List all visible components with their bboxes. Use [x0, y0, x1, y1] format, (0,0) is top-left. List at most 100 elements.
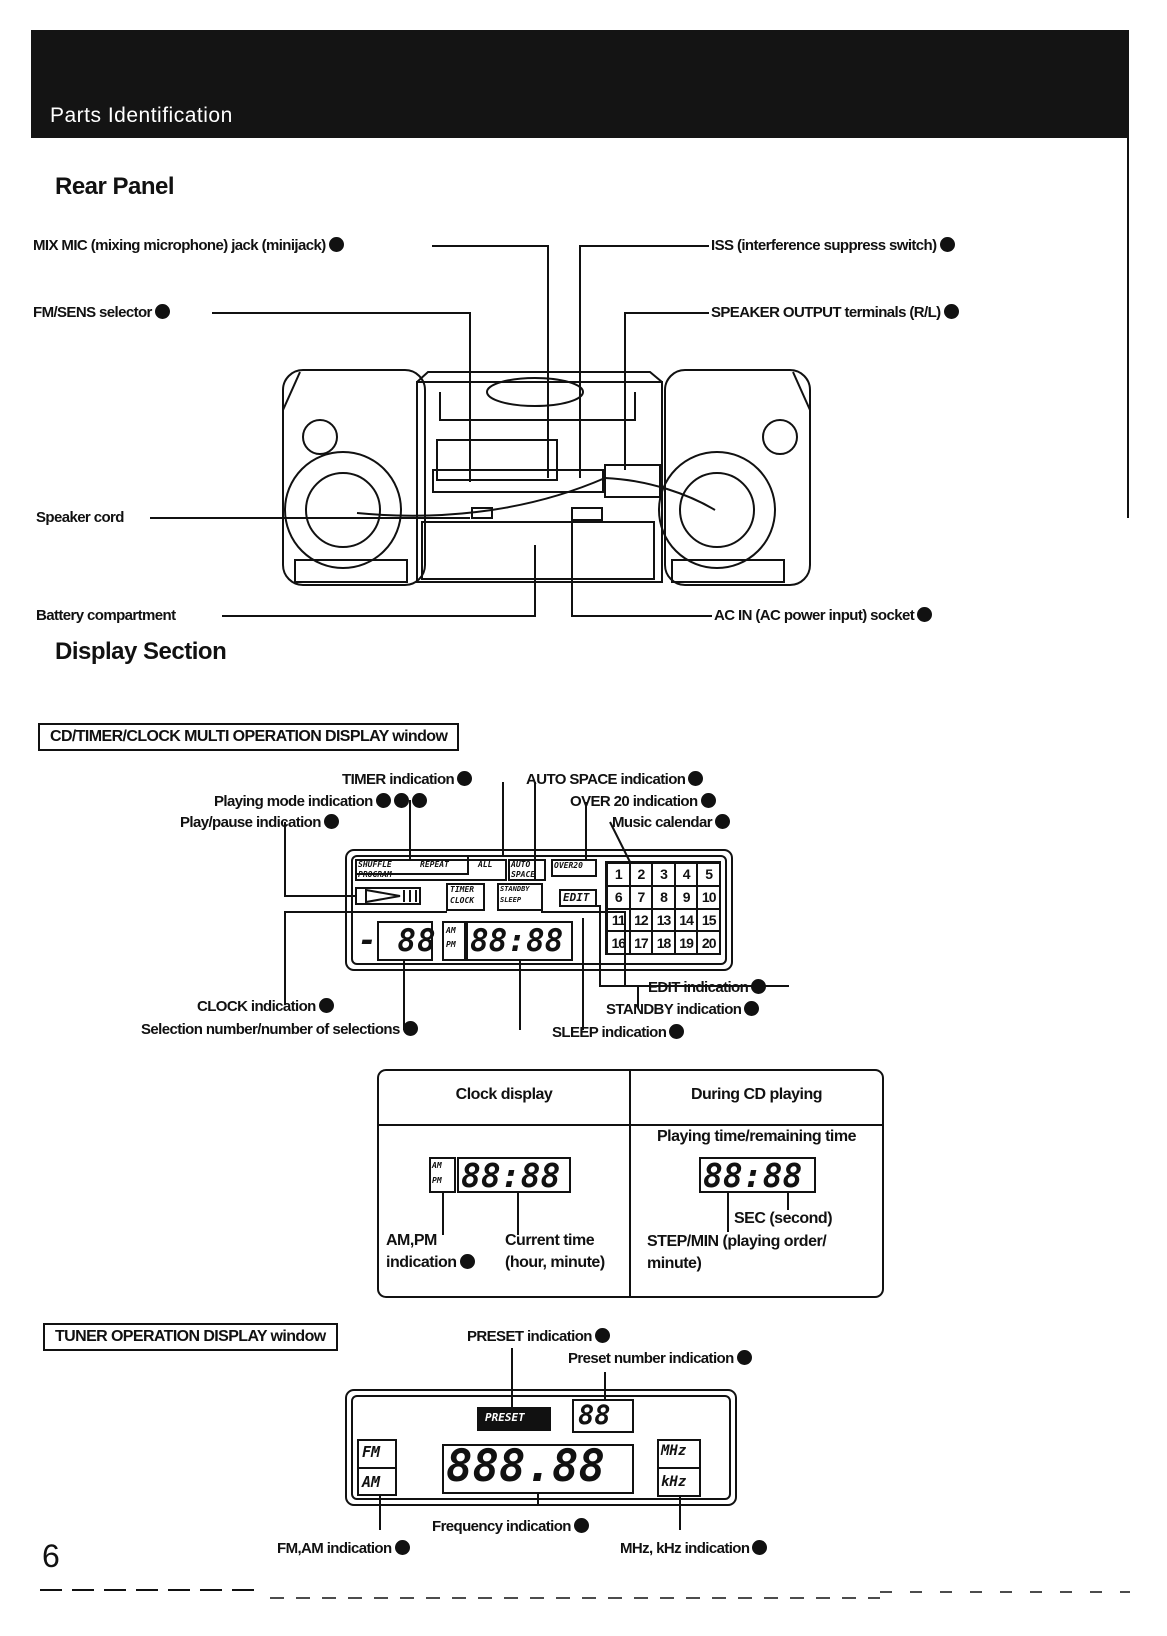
fm-sens-label: FM/SENS selector [33, 304, 170, 321]
step-min-line2: minute) [647, 1255, 702, 1272]
speaker-output-label: SPEAKER OUTPUT terminals (R/L) [711, 304, 959, 321]
bullet-icon [328, 237, 344, 252]
bullet-icon [323, 814, 339, 829]
am-pm-label-line2: indication [386, 1254, 475, 1272]
lcd-shuffle: SHUFFLE [358, 860, 392, 869]
bullet-icon [669, 1024, 685, 1039]
calendar-cell: 6 [607, 885, 630, 909]
bullet-icon [457, 771, 473, 786]
bullet-icon [154, 304, 170, 319]
bullet-icon [744, 1001, 760, 1016]
sleep-indication-label: SLEEP indication [552, 1024, 685, 1041]
calendar-cell: 7 [629, 885, 653, 909]
battery-label: Battery compartment [36, 607, 176, 624]
bullet-icon [714, 814, 730, 829]
lcd-time-digits: 88:88 [470, 923, 564, 959]
bullet-icon [700, 793, 716, 808]
calendar-cell: 2 [629, 863, 653, 886]
calendar-cell: 18 [652, 931, 675, 954]
lcd-space: SPACE [511, 870, 536, 879]
lcd-program: PROGRAM [358, 870, 392, 879]
bullet-icon [375, 793, 391, 808]
lcd-all: ALL [478, 860, 493, 869]
lcd-pm: PM [446, 940, 456, 949]
bullet-icon [594, 1328, 610, 1343]
lcd-am: AM [446, 926, 456, 935]
lcd-preset: PRESET [485, 1411, 525, 1424]
edit-indication-label: EDIT indication [648, 979, 767, 996]
calendar-cell: 14 [674, 908, 698, 932]
lcd-timer: TIMER [450, 885, 475, 894]
boombox-drawing [282, 369, 811, 586]
calendar-cell: 3 [652, 863, 675, 886]
music-calendar-label: Music calendar [612, 814, 730, 831]
calendar-cell: 16 [607, 931, 630, 954]
table-col2-subheader: Playing time/remaining time [657, 1128, 857, 1145]
frequency-indication-label: Frequency indication [432, 1518, 589, 1535]
table-lcd-pm: PM [432, 1176, 442, 1185]
calendar-cell: 8 [652, 885, 675, 909]
lcd-clock: CLOCK [450, 896, 475, 905]
lcd-edit: EDIT [563, 891, 590, 904]
bullet-icon [394, 1540, 410, 1555]
play-pause-label: Play/pause indication [180, 814, 339, 831]
clock-indication-label: CLOCK indication [197, 998, 334, 1015]
current-time-line2: (hour, minute) [505, 1254, 605, 1271]
preset-indication-label: PRESET indication [467, 1328, 610, 1345]
lcd-preset-digits: 88 [578, 1400, 611, 1431]
step-min-line1: STEP/MIN (playing order/ [647, 1233, 827, 1250]
calendar-cell: 20 [697, 931, 720, 954]
calendar-cell: 9 [674, 885, 698, 909]
playing-mode-label: Playing mode indication [214, 793, 427, 810]
sec-label: SEC (second) [734, 1210, 833, 1227]
lcd-frequency-digits: 888.88 [446, 1441, 605, 1492]
ac-in-label: AC IN (AC power input) socket [714, 607, 933, 624]
bullet-icon [318, 998, 334, 1013]
lcd-am-tuner: AM [362, 1473, 381, 1491]
timer-indication-label: TIMER indication [342, 771, 473, 788]
selection-number-label: Selection number/number of selections [141, 1021, 418, 1038]
mhz-khz-indication-label: MHz, kHz indication [620, 1540, 768, 1557]
lcd-khz: kHz [661, 1474, 687, 1490]
header-band [31, 30, 1129, 138]
speaker-cord-label: Speaker cord [36, 509, 124, 526]
mix-mic-label: MIX MIC (mixing microphone) jack (minija… [33, 237, 344, 254]
am-pm-label-line1: AM,PM [386, 1232, 437, 1249]
table-col2-header: During CD playing [690, 1086, 823, 1103]
current-time-line1: Current time [505, 1232, 595, 1249]
bullet-icon [943, 304, 959, 319]
table-cd-digits: 88:88 [703, 1156, 803, 1195]
rear-panel-title: Rear Panel [55, 173, 175, 200]
over20-label: OVER 20 indication [570, 793, 716, 810]
display-section-title: Display Section [55, 638, 227, 665]
table-clock-digits: 88:88 [461, 1156, 561, 1195]
page-number: 6 [42, 1538, 60, 1574]
cd-window-title: CD/TIMER/CLOCK MULTI OPERATION DISPLAY w… [38, 723, 460, 751]
bullet-icon [736, 1350, 752, 1365]
table-col1-header: Clock display [455, 1086, 553, 1103]
lcd-repeat: REPEAT [420, 860, 449, 869]
tuner-window-title: TUNER OPERATION DISPLAY window [43, 1323, 338, 1351]
calendar-cell: 19 [674, 931, 698, 954]
lcd-mhz: MHz [661, 1443, 687, 1459]
lcd-auto: AUTO [511, 860, 531, 869]
calendar-cell: 1 [607, 863, 630, 886]
lcd-sleep: SLEEP [500, 896, 522, 904]
calendar-cell: 4 [674, 863, 698, 886]
bullet-icon [402, 1021, 418, 1036]
iss-label: ISS (interference suppress switch) [711, 237, 955, 254]
calendar-cell: 13 [652, 908, 675, 932]
bullet-icon [459, 1254, 475, 1269]
lcd-fm: FM [362, 1443, 381, 1461]
bullet-icon [688, 771, 704, 786]
preset-number-label: Preset number indication [568, 1350, 752, 1367]
bullet-icon [573, 1518, 589, 1533]
calendar-cell: 10 [697, 885, 720, 909]
bullet-icon [917, 607, 933, 622]
auto-space-label: AUTO SPACE indication [526, 771, 704, 788]
bullet-icon [939, 237, 955, 252]
calendar-cell: 12 [629, 908, 653, 932]
fm-am-indication-label: FM,AM indication [277, 1540, 410, 1557]
lcd-over20: OVER20 [554, 861, 583, 870]
